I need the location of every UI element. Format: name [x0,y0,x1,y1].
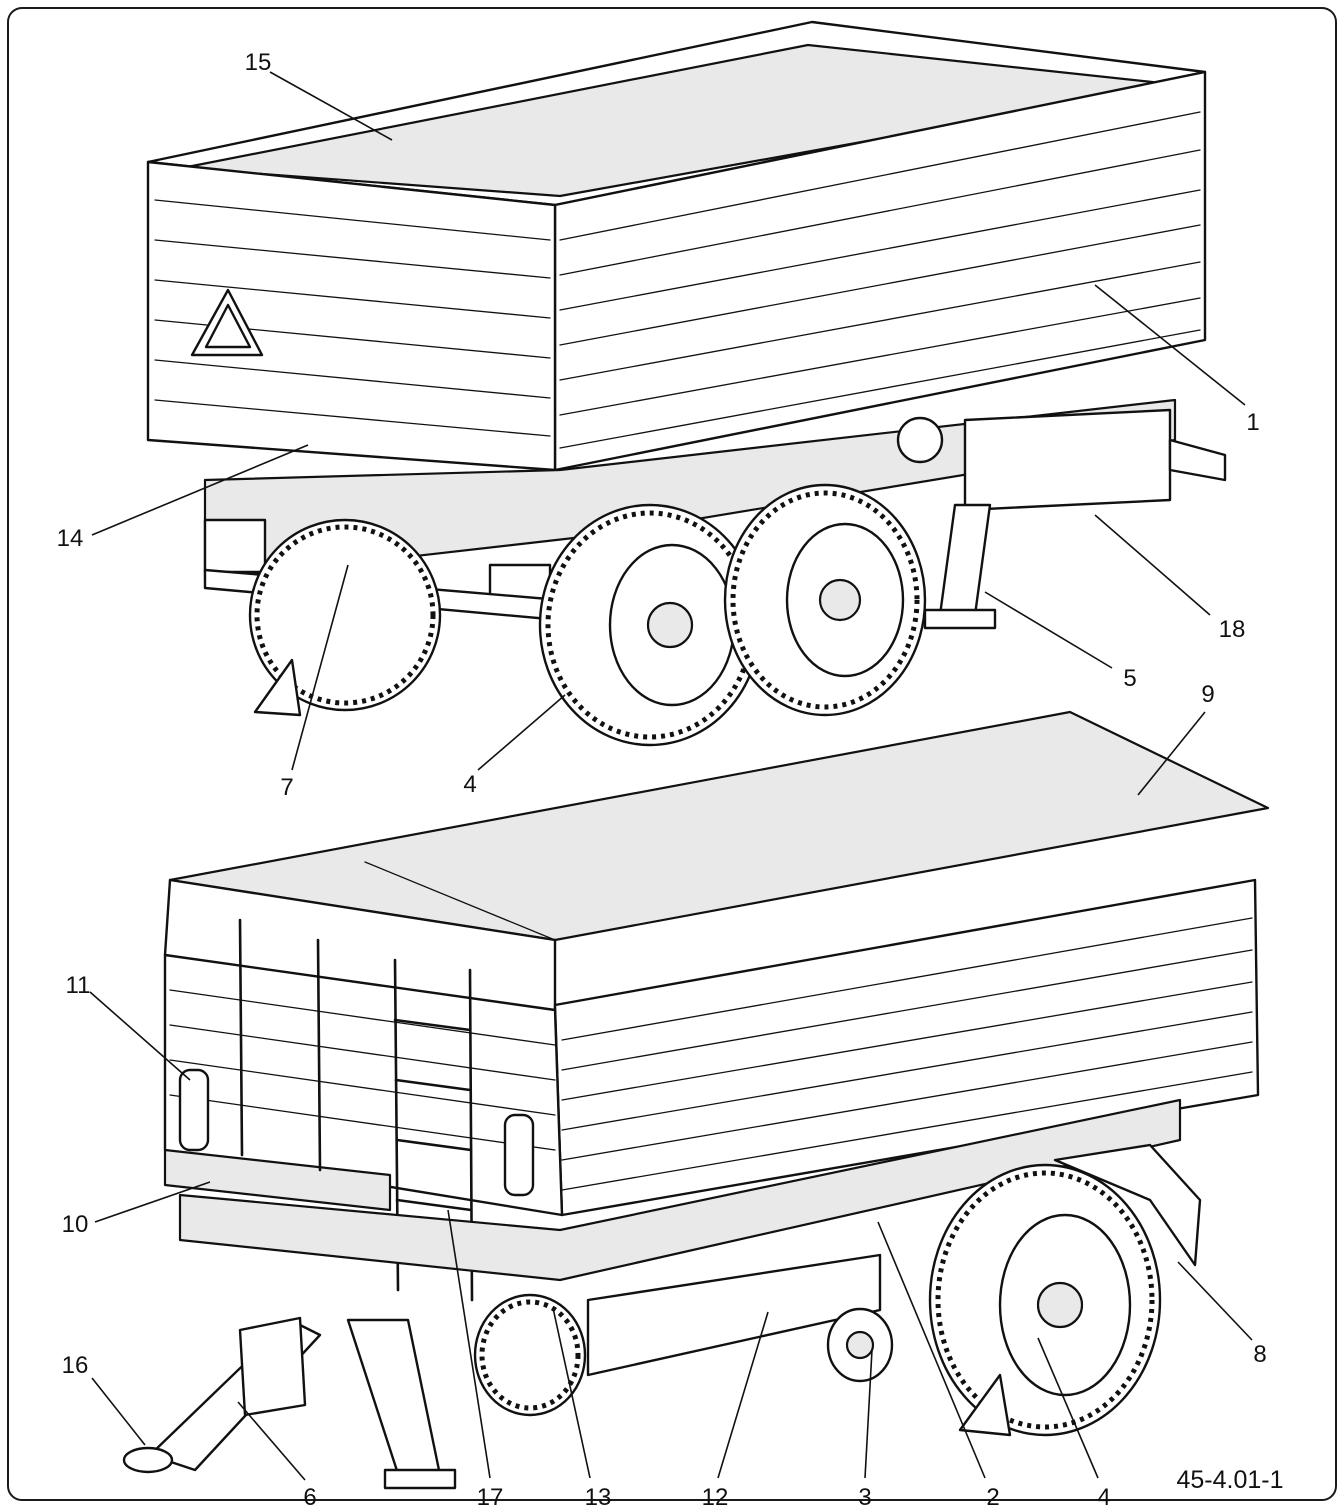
callout-4-bottom: 4 [1097,1484,1110,1508]
figure-frame [7,7,1337,1501]
callout-4-top: 4 [463,771,476,798]
callout-13: 13 [585,1484,612,1508]
spring-right [503,1113,535,1197]
callout-2: 2 [986,1484,999,1508]
front-platform [163,1148,392,1212]
rear-wheel-left [248,518,442,712]
side-wall-ribs-bottom [561,917,1253,1191]
air-tank [896,416,944,464]
callout-1: 1 [1246,409,1259,436]
side-guard-bottom [586,1253,882,1377]
callout-15: 15 [245,49,272,76]
support-leg [938,503,992,617]
callout-7: 7 [280,774,293,801]
front-wall-ribs [169,989,556,1151]
figure-id: 45-4.01-1 [1176,1466,1283,1494]
callout-18: 18 [1219,616,1246,643]
callout-16: 16 [62,1352,89,1379]
wheel-chock-top [253,658,302,717]
callout-labels: 15 1 14 18 5 7 4 9 11 10 8 16 6 17 13 12… [57,49,1284,1508]
trailer-rear-view-drawing [146,20,1227,747]
callout-10: 10 [62,1211,89,1238]
callout-11: 11 [66,972,91,999]
drawbar-top [1168,438,1227,482]
callout-8: 8 [1253,1341,1266,1368]
chassis-bottom [178,1098,1182,1282]
side-guard [963,408,1172,512]
rear-light-left [203,518,267,574]
callout-17: 17 [477,1484,504,1508]
callout-14: 14 [57,525,84,552]
side-wall-ribs [559,111,1201,449]
trailer-front-view-drawing [122,710,1270,1490]
rear-wheel-hidden [473,1293,587,1417]
callout-12: 12 [702,1484,729,1508]
callout-5: 5 [1123,665,1136,692]
rear-wall [146,160,557,472]
callout-3: 3 [858,1484,871,1508]
callout-6: 6 [303,1484,316,1508]
wheel-chock-bottom [958,1373,1012,1437]
support-leg-bottom [346,1318,442,1482]
tow-eye [122,1446,174,1474]
callout-9: 9 [1201,681,1214,708]
rear-wall-ribs [154,199,551,437]
mudguard [1053,1143,1202,1267]
spring-left [178,1068,210,1152]
leader-lines [89,71,1253,1481]
